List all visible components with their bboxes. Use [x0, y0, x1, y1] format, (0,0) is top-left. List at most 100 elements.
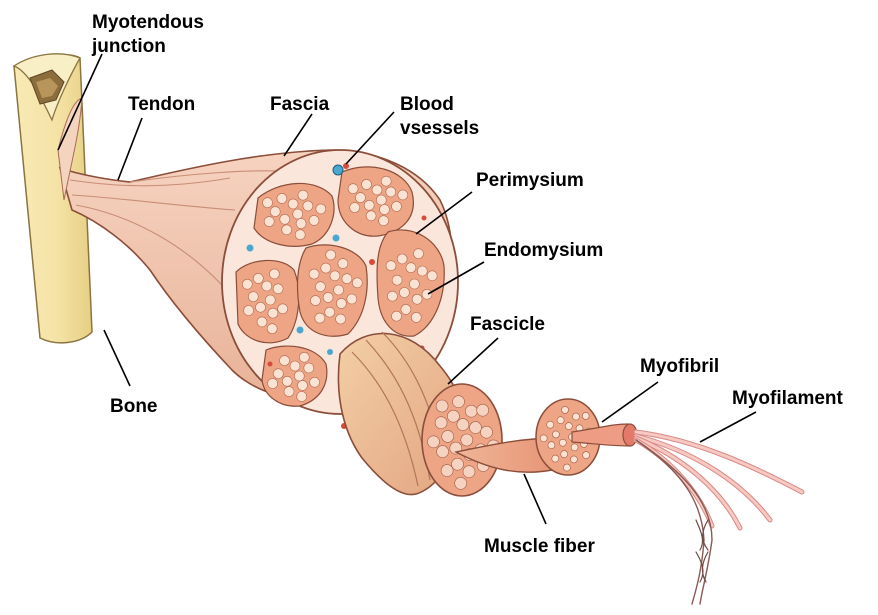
- fiber-dot: [257, 317, 267, 327]
- label-perimysium: Perimysium: [476, 170, 584, 192]
- fiber-dot: [296, 219, 306, 229]
- fiber-dot: [264, 217, 274, 227]
- fiber-dot: [392, 311, 402, 321]
- fiber-dot: [399, 288, 409, 298]
- fiber-dot: [273, 369, 283, 379]
- fiber-dot: [299, 352, 309, 362]
- fiber-dot: [436, 400, 448, 412]
- fiber-dot: [379, 216, 389, 226]
- pointer-myofilament: [700, 412, 756, 442]
- fiber-dot: [565, 423, 572, 430]
- fiber-dot: [326, 250, 336, 260]
- fiber-dot: [298, 190, 308, 200]
- label-myotendous-line1: Myotendous: [92, 12, 204, 34]
- fiber-dot: [372, 185, 382, 195]
- pointer-myofibril: [602, 382, 658, 422]
- fiber-dot: [253, 273, 263, 283]
- fiber-dot: [381, 176, 391, 186]
- fiber-dot: [477, 404, 489, 416]
- fiber-dot: [392, 275, 402, 285]
- fiber-dot: [463, 466, 475, 478]
- fiber-dot: [570, 456, 577, 463]
- fiber-dot: [364, 200, 374, 210]
- fiber-dot: [362, 179, 372, 189]
- fiber-dot: [295, 230, 305, 240]
- fiber-dot: [244, 306, 254, 316]
- fiber-dot: [284, 387, 294, 397]
- fiber-dot: [457, 419, 469, 431]
- fiber-dot: [447, 410, 459, 422]
- label-fascicle: Fascicle: [470, 314, 545, 336]
- fiber-dot: [282, 376, 292, 386]
- fiber-dot: [268, 308, 278, 318]
- fiber-dot: [290, 361, 300, 371]
- fiber-dot: [557, 417, 564, 424]
- fiber-dot: [461, 434, 473, 446]
- fiber-dot: [392, 201, 402, 211]
- fiber-dot: [309, 215, 319, 225]
- fiber-dot: [269, 269, 279, 279]
- fiber-dot: [435, 417, 447, 429]
- fiber-dot: [342, 274, 352, 284]
- fiber-dot: [411, 312, 421, 322]
- fiber-dot: [315, 313, 325, 323]
- fiber-dot: [442, 430, 454, 442]
- fiber-dot: [540, 435, 547, 442]
- fiber-dot: [397, 254, 407, 264]
- fiber-dot: [548, 442, 555, 449]
- fiber-dot: [561, 451, 568, 458]
- label-endomysium: Endomysium: [484, 240, 603, 262]
- label-muscle-fiber: Muscle fiber: [484, 536, 595, 558]
- fiber-dot: [437, 446, 449, 458]
- fiber-dot: [582, 412, 589, 419]
- myofilaments: [636, 432, 802, 604]
- fiber-dot: [268, 379, 278, 389]
- fiber-dot: [559, 439, 566, 446]
- label-myotendous-line2: junction: [92, 36, 166, 58]
- fiber-dot: [573, 413, 580, 420]
- fiber-dot: [270, 207, 280, 217]
- label-bone: Bone: [110, 396, 158, 418]
- fiber-dot: [427, 271, 437, 281]
- fiber-dot: [350, 203, 360, 213]
- fiber-dot: [282, 225, 292, 235]
- fiber-dot: [293, 209, 303, 219]
- fiber-dot: [453, 396, 465, 408]
- fiber-dot: [277, 193, 287, 203]
- fiber-dot: [386, 261, 396, 271]
- fiber-dot: [406, 263, 416, 273]
- fiber-dot: [571, 444, 578, 451]
- fiber-dot: [455, 477, 467, 489]
- fiber-dot: [387, 291, 397, 301]
- fiber-dot: [330, 271, 340, 281]
- fiber-dot: [355, 193, 365, 203]
- fiber-dot: [348, 184, 358, 194]
- fiber-dot: [386, 187, 396, 197]
- pointer-muscle-fiber: [524, 474, 546, 524]
- pointer-fascicle: [448, 338, 498, 384]
- pointer-fascia: [284, 114, 312, 156]
- fiber-dot: [323, 292, 333, 302]
- fiber-dot: [352, 278, 362, 288]
- fiber-dot: [336, 298, 346, 308]
- fiber-dot: [278, 304, 288, 314]
- fiber-dot: [412, 294, 422, 304]
- fiber-dot: [336, 314, 346, 324]
- fiber-dot: [273, 284, 283, 294]
- label-fascia: Fascia: [270, 94, 329, 116]
- fiber-dot: [562, 406, 569, 413]
- fiber-dot: [303, 201, 313, 211]
- pointer-tendon: [118, 118, 142, 180]
- pointer-bone: [104, 330, 130, 386]
- fiber-dot: [297, 392, 307, 402]
- fiber-dot: [563, 464, 570, 471]
- fiber-dot: [401, 304, 411, 314]
- fiber-dot: [309, 269, 319, 279]
- fiber-dot: [263, 198, 273, 208]
- fiber-dot: [288, 199, 298, 209]
- label-myofibril: Myofibril: [640, 356, 719, 378]
- fiber-dot: [428, 436, 440, 448]
- fiber-dot: [325, 307, 335, 317]
- fiber-dot: [248, 292, 258, 302]
